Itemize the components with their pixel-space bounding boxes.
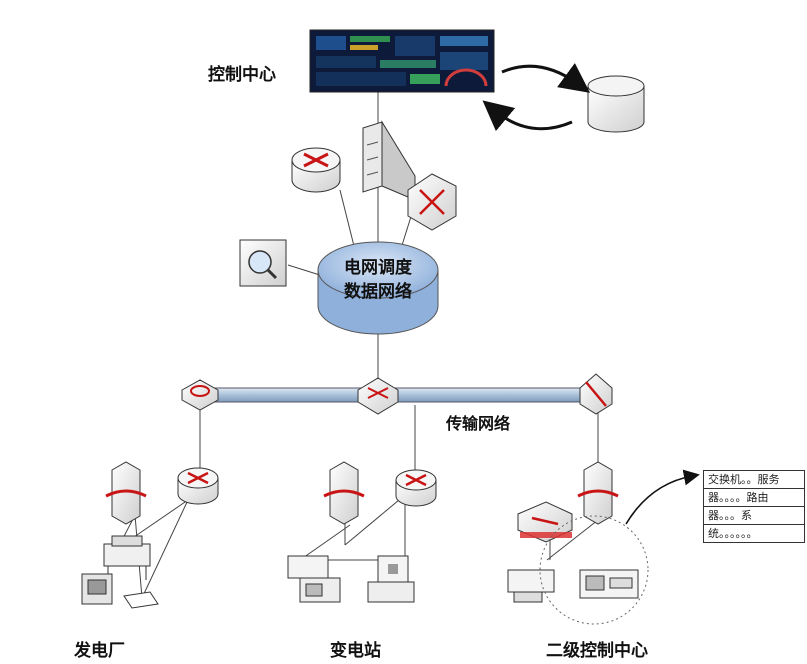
network-label: 电网调度 数据网络	[316, 256, 440, 304]
printer-icon	[367, 555, 415, 603]
connection-lines	[117, 92, 599, 599]
sync-arrows	[482, 63, 591, 132]
legend-row: 交换机。。服务	[704, 471, 804, 489]
server-icon	[323, 461, 365, 525]
server-icon	[362, 120, 416, 201]
zoom-circle	[539, 515, 649, 625]
substation-label: 变电站	[330, 641, 381, 661]
power-plant-label: 发电厂	[74, 641, 125, 661]
workstation-icon	[81, 573, 159, 609]
network-label-line2: 数据网络	[344, 282, 412, 302]
control-center-screen	[309, 29, 495, 93]
transmission-network-label: 传输网络	[446, 414, 511, 433]
server-icon	[577, 461, 619, 525]
callout-arrow	[625, 469, 700, 525]
switch-icon	[407, 173, 457, 231]
workstation-icon	[579, 569, 639, 599]
router-icon	[177, 467, 219, 505]
switch-icon	[579, 373, 613, 415]
router-icon	[291, 147, 341, 193]
legend-row: 统。。。。。。	[708, 527, 758, 540]
legend-box: 交换机。。服务 器。。。。路由 器。。。系 统。。。。。。	[703, 470, 805, 543]
database-icon	[587, 75, 645, 133]
router-icon	[395, 469, 437, 507]
secondary-control-center-label: 二级控制中心	[546, 641, 648, 661]
dispatch-data-network	[317, 241, 439, 335]
legend-row: 器。。。。路由	[704, 489, 804, 507]
switch-icon	[357, 377, 399, 415]
monitor-icon	[239, 239, 287, 287]
workstation-icon	[507, 569, 555, 603]
legend-row: 器。。。系	[704, 507, 804, 525]
firewall-icon	[181, 379, 219, 411]
server-icon	[105, 461, 147, 525]
printer-icon	[103, 535, 151, 580]
control-center-label: 控制中心	[208, 65, 276, 85]
network-label-line1: 电网调度	[344, 258, 412, 278]
workstation-icon	[287, 555, 341, 603]
transmission-pipe	[199, 387, 601, 403]
switch-icon	[517, 501, 573, 543]
